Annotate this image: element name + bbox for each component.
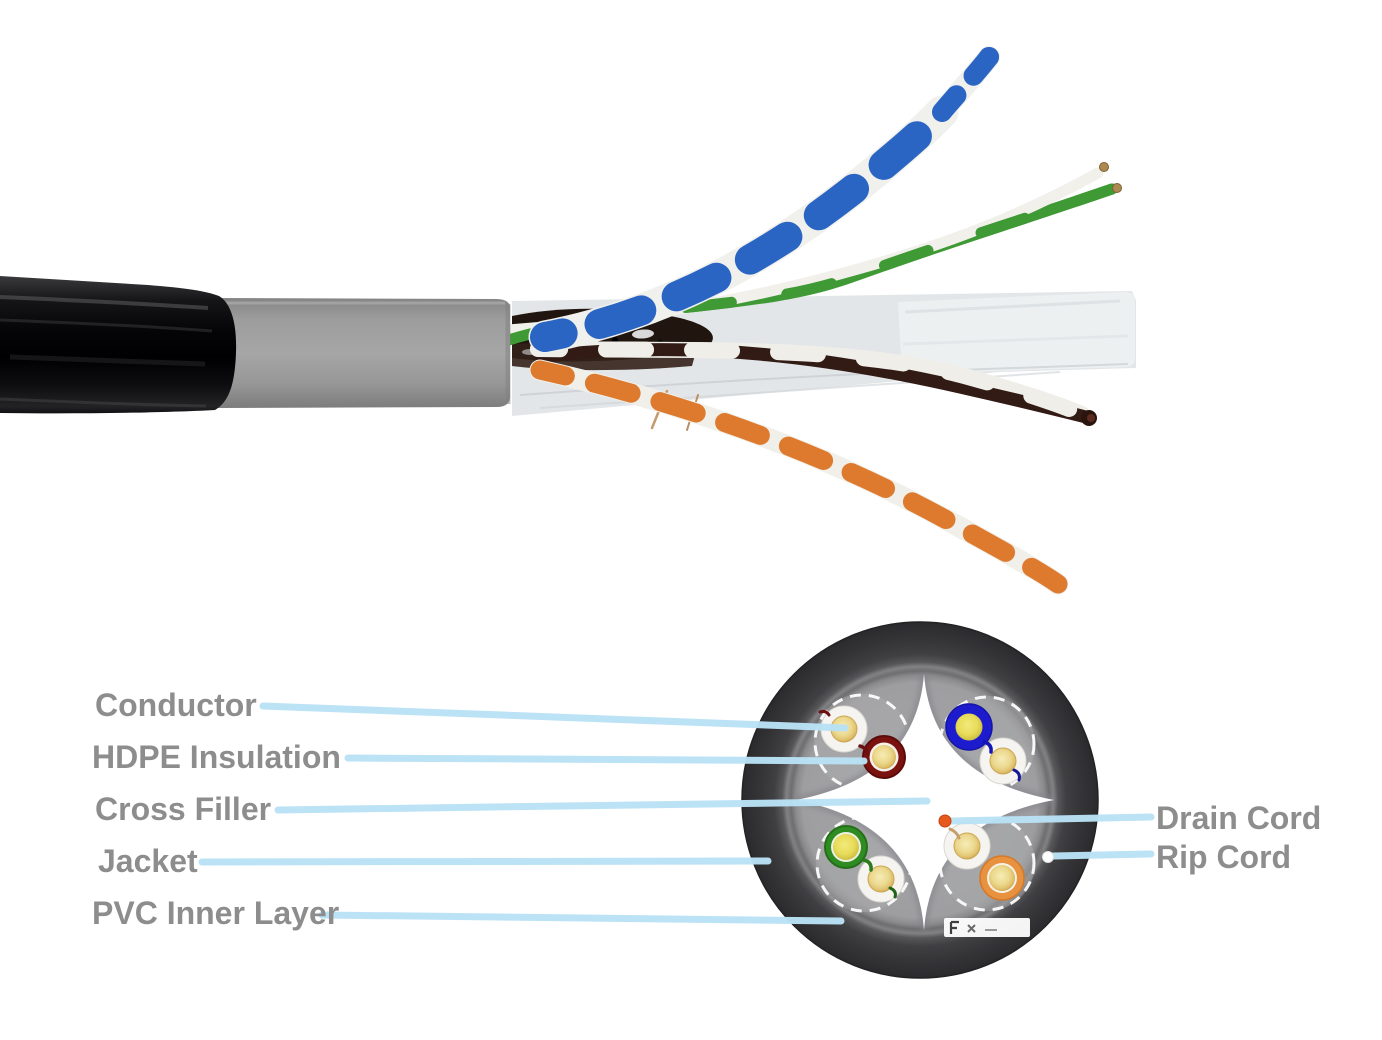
cross-filler-tape — [898, 292, 1135, 374]
drain-cord-dot — [938, 814, 952, 828]
brown-white-pair — [530, 341, 1097, 426]
label-hdpe-insulation: HDPE Insulation — [92, 739, 341, 775]
cable-photo — [0, 46, 1136, 595]
wire-maroon — [862, 735, 906, 779]
wire-tails — [818, 709, 1021, 899]
leader-hdpe — [344, 754, 868, 765]
copper-conductor-tip — [1112, 183, 1122, 193]
wire-green — [824, 825, 868, 869]
leader-jacket — [198, 857, 772, 866]
label-rip-cord: Rip Cord — [1156, 839, 1292, 875]
blue-pair-tip — [979, 47, 999, 67]
label-jacket: Jacket — [98, 843, 198, 879]
leader-drain — [947, 813, 1155, 825]
wire-white-3 — [857, 855, 905, 903]
wire-orange — [979, 855, 1025, 901]
leader-pvc — [318, 911, 845, 925]
watermark-patch — [944, 918, 1030, 937]
copper-conductor-tip — [1099, 162, 1109, 172]
leader-crossfiller — [274, 797, 931, 814]
pair-dashed-circles — [813, 693, 1036, 913]
leader-lines — [198, 702, 1155, 925]
wire-blue — [945, 703, 993, 751]
label-pvc-inner-layer: PVC Inner Layer — [92, 895, 340, 931]
label-cross-filler: Cross Filler — [95, 791, 272, 827]
pvc-inner-tube — [216, 298, 511, 408]
label-conductor: Conductor — [95, 687, 257, 723]
leader-conductor — [259, 702, 849, 732]
rip-cord-dot — [1042, 851, 1054, 863]
leader-rip — [1049, 850, 1155, 860]
blue-white-pair — [528, 46, 1000, 354]
label-drain-cord: Drain Cord — [1156, 800, 1322, 836]
outer-jacket — [0, 276, 237, 414]
orange-white-pair — [529, 359, 1069, 595]
